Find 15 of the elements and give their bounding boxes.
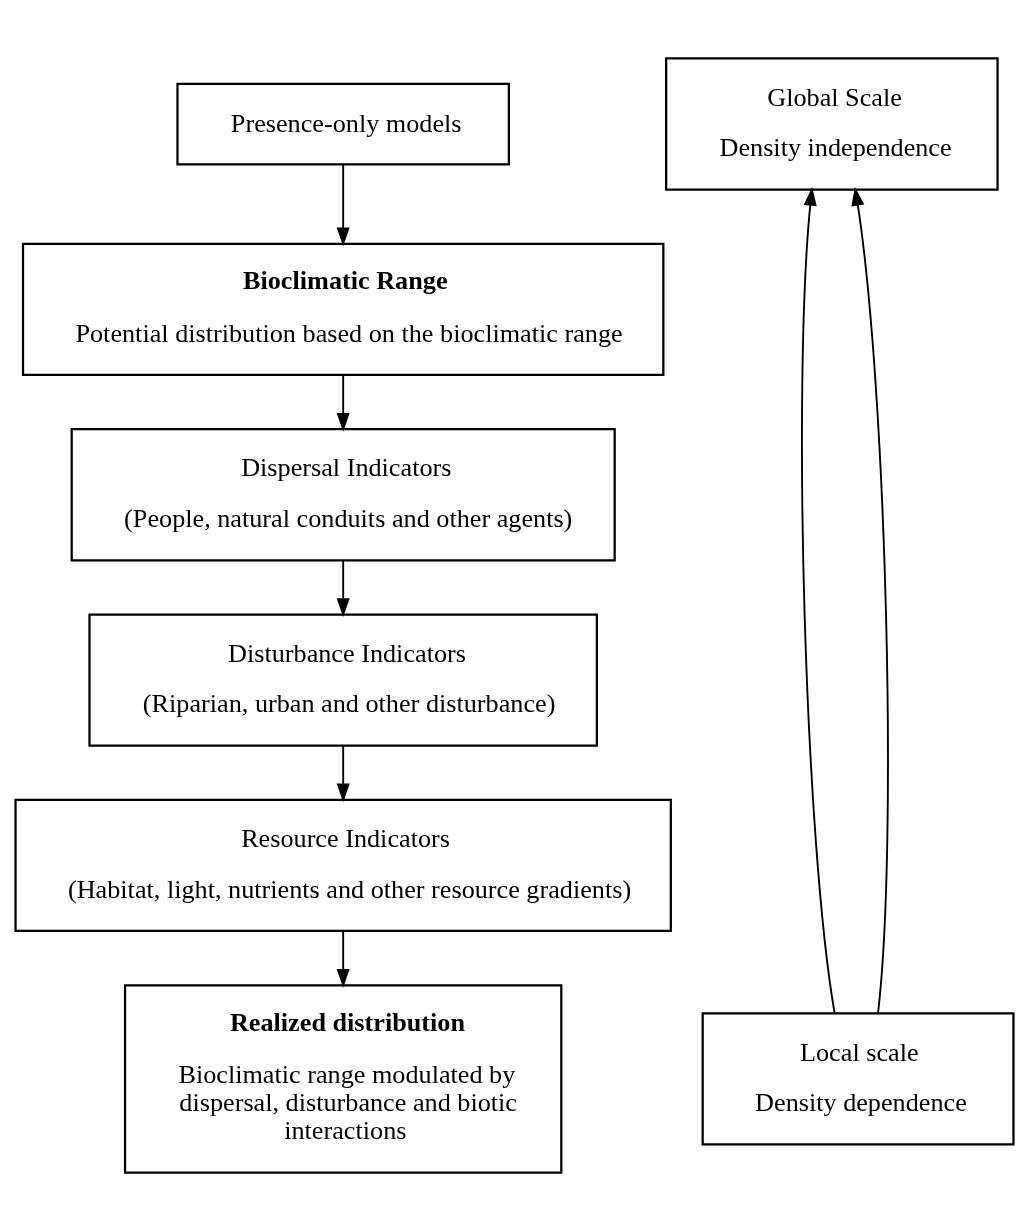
arrow — [851, 187, 889, 1014]
node-box: Realized distribution Bioclimatic range modulated by dispersal, disturbance and biotic interactions — [123, 984, 563, 1174]
arrow — [336, 745, 350, 803]
arrow — [336, 930, 350, 988]
node-box: Presence-only models — [176, 82, 510, 166]
arrow — [336, 163, 350, 247]
arrow — [336, 559, 350, 617]
arrow — [336, 374, 350, 432]
node-box: Disturbance Indicators (Riparian, urban and other disturbance) — [88, 613, 598, 747]
node-box: Global Scale Density independence — [665, 57, 999, 191]
node-box: Bioclimatic Range Potential distribution based on the bioclimatic range — [21, 242, 665, 377]
node-box: Resource Indicators (Habitat, light, nutrients and other resource gradients) — [14, 798, 672, 933]
arrow — [801, 186, 836, 1014]
node-box: Dispersal Indicators (People, natural conduits and other agents) — [70, 428, 616, 562]
node-box: Local scale Density dependence — [701, 1012, 1015, 1146]
